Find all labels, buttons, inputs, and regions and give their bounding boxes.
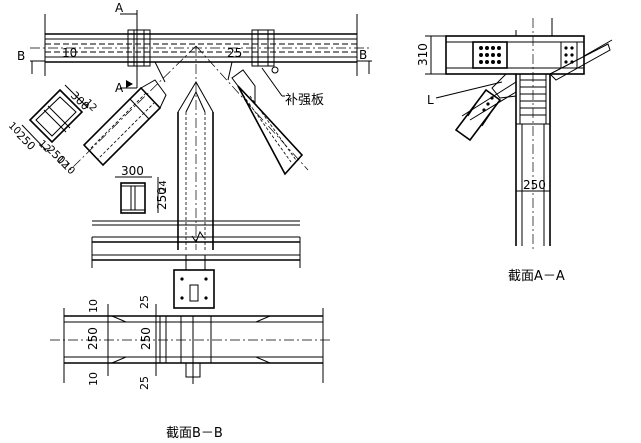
section-aa: 310 250 L [416,18,613,252]
top-chord-beam [30,14,372,76]
dim-top-right-25: 25 [227,46,242,60]
dim-bb-10-top: 10 [87,299,100,313]
connector-plate [173,255,215,309]
dim-bb-25-bottom: 25 [138,376,151,390]
stiffener-label: 补强板 [285,93,324,108]
left-diagonal-brace [69,45,197,171]
gusset-plate [154,46,233,250]
cut-b-right-label: B [359,48,367,62]
dim-bb-10-bottom: 10 [87,372,100,386]
section-bb: 10 25 250 250 10 25 [50,295,332,390]
lower-chord-elevation [91,220,301,268]
dim-aa-250: 250 [523,178,546,192]
stiffener-callout: 补强板 [261,67,324,108]
angle-l-label: L [427,93,434,107]
post-section-detail: 300 24 250 [115,164,169,214]
section-cut-a: A A [115,1,138,95]
dim-bb-250-left: 250 [86,327,100,350]
dim-sec-24: 24 [158,180,169,193]
section-bb-title: 截面B－B [166,426,223,441]
section-cut-b: B B [17,48,372,74]
cut-b-left-label: B [17,49,25,63]
dim-sec-250: 250 [155,187,169,210]
box-section-detail: 300 12 10 250 12 250 12 10 [6,84,99,177]
cut-a-bottom-label: A [115,81,124,95]
dim-sec-300: 300 [121,164,144,178]
dim-bb-250-mid: 250 [139,327,153,350]
dim-bb-25-top: 25 [138,295,151,309]
right-diagonal-brace [195,45,309,176]
cut-a-top-label: A [115,1,124,15]
section-aa-title: 截面A－A [508,269,565,284]
dim-aa-310: 310 [416,43,430,66]
dim-top-left-10: 10 [62,46,77,60]
